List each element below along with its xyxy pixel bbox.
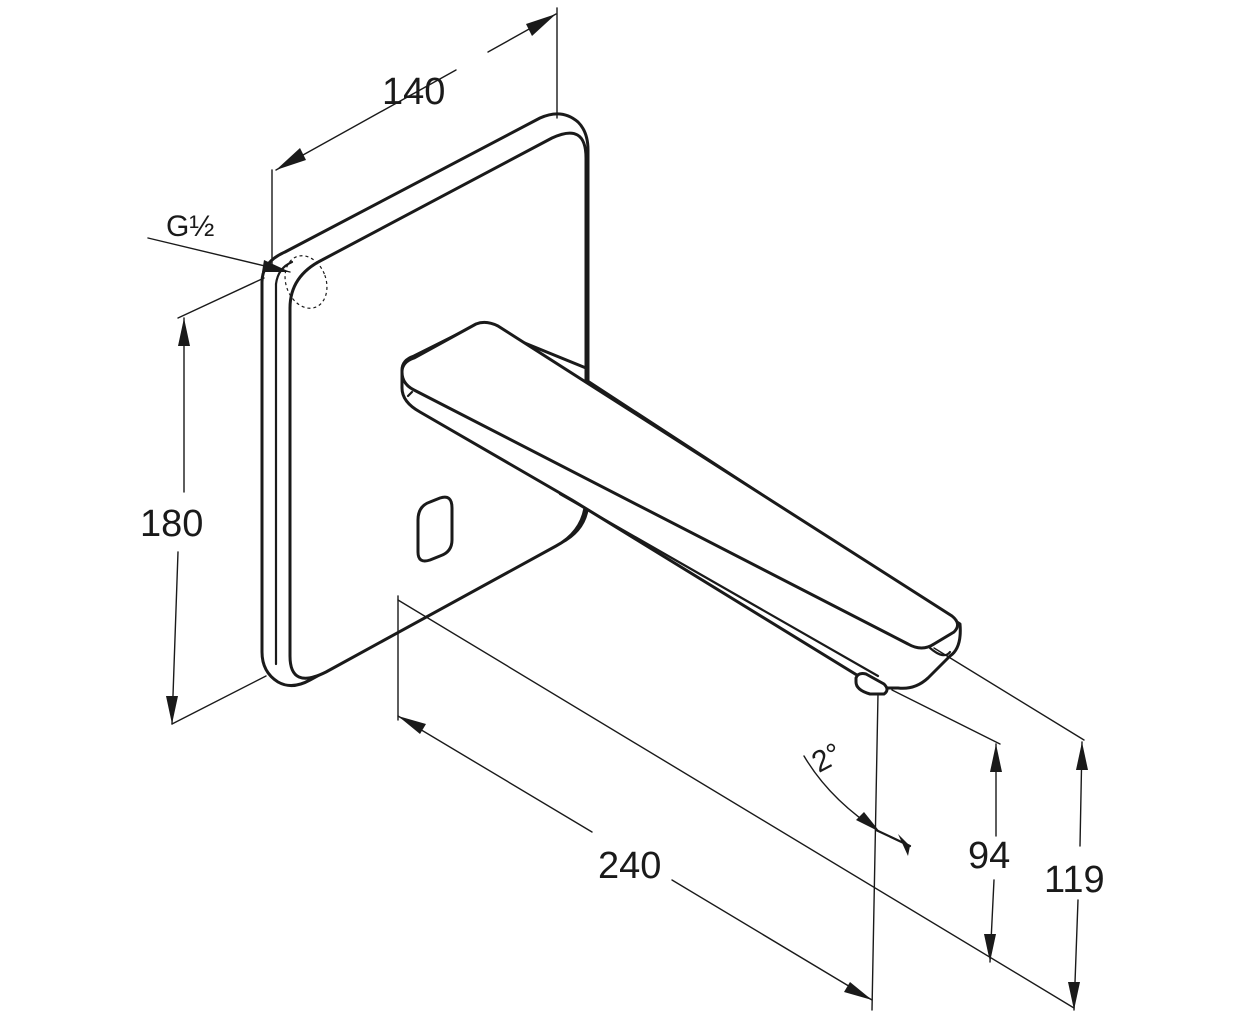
label-plate-height: 180 xyxy=(140,503,203,545)
label-outlet-height: 94 xyxy=(968,835,1010,877)
dimension-plate-width: 140 xyxy=(271,7,558,269)
thread-connection-marker xyxy=(284,255,328,309)
dimension-spout-angle: 2° xyxy=(803,737,912,856)
dimension-outlet-height: 94 xyxy=(891,689,1010,963)
label-spout-length: 240 xyxy=(598,845,661,887)
label-spout-height: 119 xyxy=(1044,859,1105,901)
dimension-spout-length: 240 xyxy=(397,595,1075,1011)
label-thread-size: G½ xyxy=(166,210,214,243)
dimension-plate-height: 180 xyxy=(140,277,267,725)
spout xyxy=(400,320,962,696)
sensor-window xyxy=(416,495,454,563)
dimension-spout-height: 119 xyxy=(933,647,1105,1011)
label-plate-width: 140 xyxy=(382,71,445,113)
label-spout-angle: 2° xyxy=(807,737,848,780)
dimension-thread: G½ xyxy=(147,210,291,273)
